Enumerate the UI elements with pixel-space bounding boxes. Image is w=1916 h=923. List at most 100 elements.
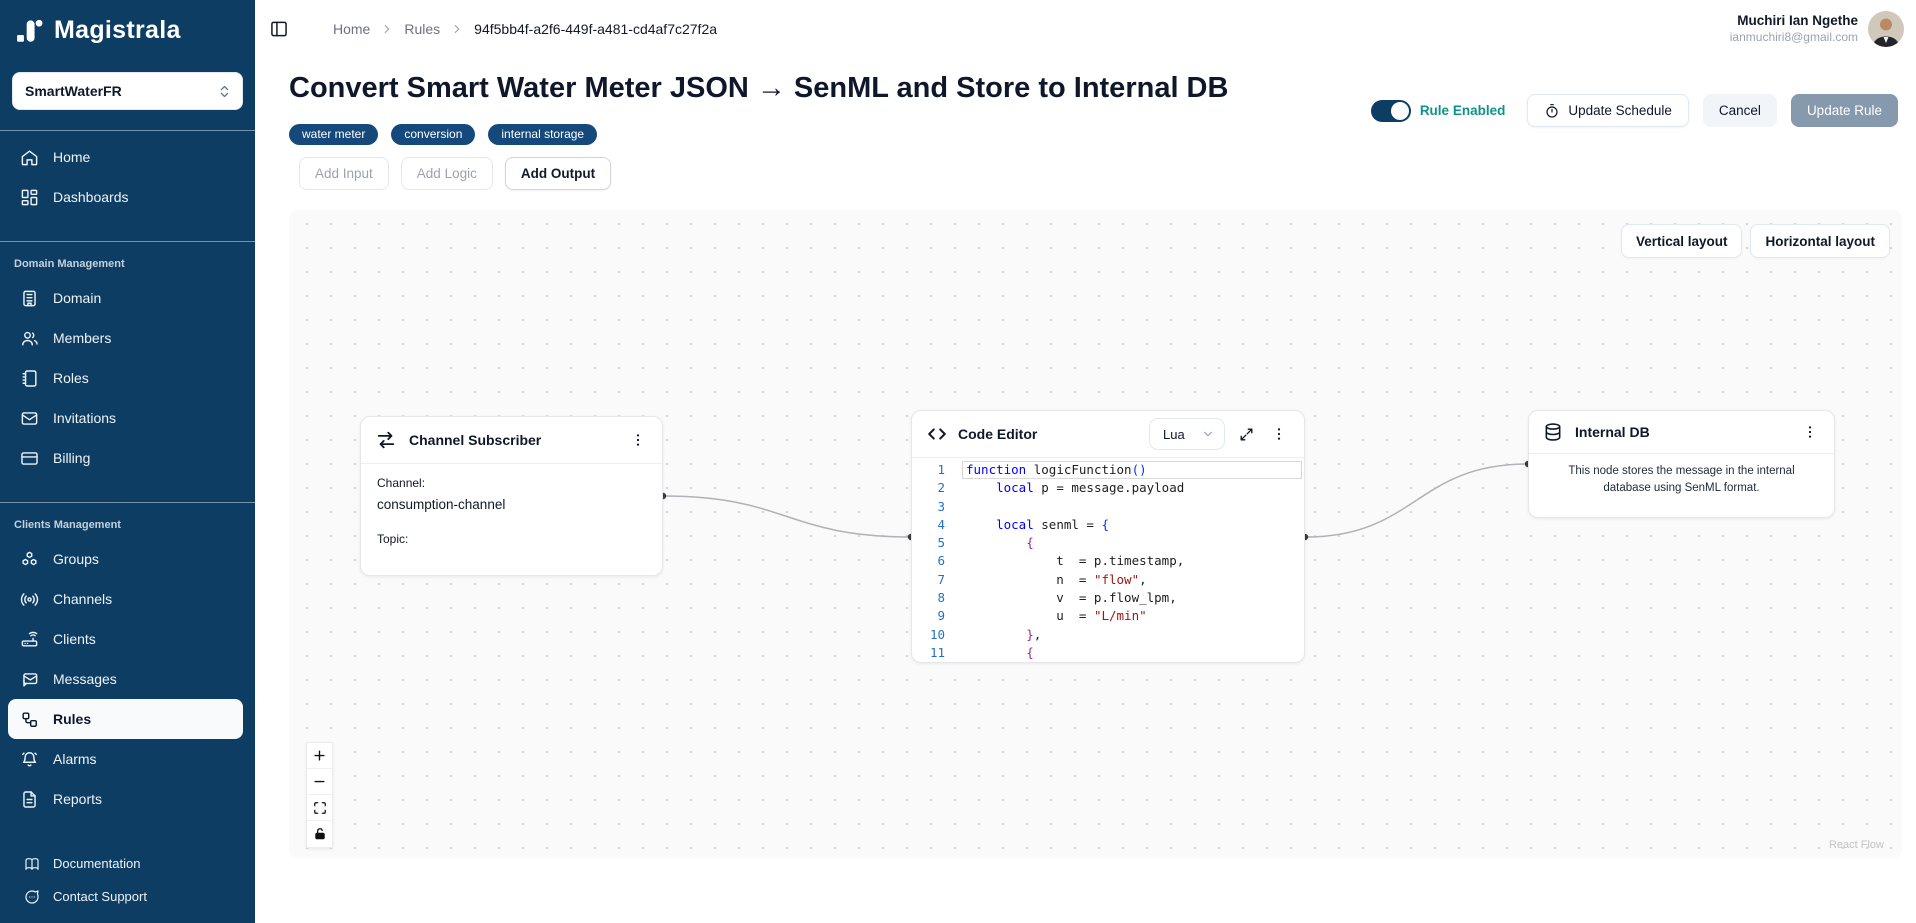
chevrons-up-down-icon	[220, 85, 229, 97]
toggle-knob	[1390, 101, 1409, 120]
code-line: 4 local senml = {	[937, 516, 1110, 532]
node-header: Channel Subscriber	[361, 417, 662, 463]
sidebar-item-home[interactable]: Home	[0, 137, 255, 177]
sidebar-divider	[0, 241, 255, 242]
expand-icon	[1240, 428, 1253, 440]
update-rule-label: Update Rule	[1806, 103, 1882, 118]
sidebar-item-documentation[interactable]: Documentation	[0, 847, 255, 880]
logo-text: Magistrala	[54, 15, 181, 44]
cancel-button[interactable]: Cancel	[1702, 94, 1777, 127]
main-area: Home Rules 94f5bb4f-a2f6-449f-a481-cd4af…	[255, 0, 1916, 923]
plus-icon	[314, 750, 325, 761]
org-selector[interactable]: SmartWaterFR	[12, 72, 243, 110]
tag-internal-storage: internal storage	[488, 124, 598, 146]
sidebar-item-domain[interactable]: Domain	[0, 278, 255, 318]
node-menu-button[interactable]	[628, 430, 648, 450]
tag-water-meter: water meter	[289, 124, 379, 146]
rule-header: Convert Smart Water Meter JSON → SenML a…	[289, 58, 1902, 210]
sidebar-item-messages[interactable]: Messages	[0, 659, 255, 699]
update-schedule-button[interactable]: Update Schedule	[1527, 94, 1689, 127]
breadcrumb-rule-id: 94f5bb4f-a2f6-449f-a481-cd4af7c27f2a	[474, 21, 718, 37]
node-divider	[1529, 453, 1834, 454]
sidebar-item-invitations[interactable]: Invitations	[0, 398, 255, 438]
code-line: 9 u = "L/min"	[937, 608, 1147, 624]
tag-conversion: conversion	[391, 124, 476, 146]
node-title: Channel Subscriber	[409, 432, 542, 448]
chevron-down-icon	[1203, 431, 1213, 437]
sidebar-item-alarms[interactable]: Alarms	[0, 739, 255, 779]
sidebar-item-label: Messages	[53, 671, 117, 687]
node-header: Code Editor Lua	[912, 411, 1304, 457]
kebab-menu-icon	[1277, 428, 1281, 440]
router-icon	[21, 631, 38, 647]
language-select[interactable]: Lua	[1149, 418, 1225, 450]
timer-icon	[1546, 103, 1558, 118]
topic-label: Topic:	[377, 532, 409, 546]
file-text-icon	[23, 790, 36, 808]
sidebar-item-label: Billing	[53, 450, 91, 466]
mail-icon	[21, 411, 38, 425]
code-line: 11 {	[929, 644, 1034, 660]
node-title: Internal DB	[1575, 424, 1650, 440]
message-circle-icon	[25, 889, 39, 904]
rule-enabled-toggle[interactable]	[1370, 99, 1411, 122]
update-rule-button[interactable]: Update Rule	[1790, 94, 1898, 127]
expand-editor-button[interactable]	[1235, 423, 1258, 446]
avatar-image	[1868, 11, 1904, 47]
code-line: 7 n = "flow",	[937, 571, 1147, 587]
add-output-button[interactable]: Add Output	[504, 157, 612, 190]
sidebar-item-contact-support[interactable]: Contact Support	[0, 880, 255, 913]
sidebar-item-label: Documentation	[53, 856, 141, 871]
transfer-arrows-icon	[377, 431, 395, 449]
react-flow-attribution: React Flow	[1828, 839, 1884, 851]
section-label-domain-management: Domain Management	[14, 258, 125, 270]
add-input-button[interactable]: Add Input	[299, 157, 389, 190]
sidebar-item-label: Alarms	[53, 751, 97, 767]
sidebar-item-label: Members	[53, 330, 112, 346]
node-channel-subscriber[interactable]: Channel Subscriber Channel: consumption-…	[360, 416, 663, 576]
sidebar-toggle-button[interactable]	[265, 15, 293, 43]
node-menu-button[interactable]	[1268, 423, 1290, 445]
message-icon	[23, 672, 38, 687]
node-divider	[912, 457, 1304, 458]
page-title: Convert Smart Water Meter JSON → SenML a…	[289, 72, 1229, 104]
add-logic-button[interactable]: Add Logic	[400, 157, 493, 190]
sidebar-item-members[interactable]: Members	[0, 318, 255, 358]
internal-db-description: This node stores the message in the inte…	[1568, 465, 1795, 495]
bell-icon	[22, 751, 37, 766]
node-menu-button[interactable]	[1800, 422, 1820, 442]
horizontal-layout-button[interactable]: Horizontal layout	[1750, 224, 1890, 258]
sidebar-item-reports[interactable]: Reports	[0, 779, 255, 819]
update-schedule-label: Update Schedule	[1568, 103, 1672, 118]
user-info: Muchiri Ian Ngethe ianmuchiri8@gmail.com	[1730, 13, 1858, 45]
language-select-value: Lua	[1163, 426, 1185, 442]
notebook-icon	[22, 369, 37, 387]
breadcrumb-home[interactable]: Home	[333, 21, 371, 37]
sidebar-item-roles[interactable]: Roles	[0, 358, 255, 398]
sidebar-item-billing[interactable]: Billing	[0, 438, 255, 478]
avatar[interactable]	[1868, 11, 1904, 47]
sidebar-item-dashboards[interactable]: Dashboards	[0, 177, 255, 217]
sidebar-item-label: Clients	[53, 631, 96, 647]
lock-button[interactable]	[307, 821, 332, 847]
sidebar-item-clients[interactable]: Clients	[0, 619, 255, 659]
user-menu[interactable]: Muchiri Ian Ngethe ianmuchiri8@gmail.com	[1730, 11, 1908, 47]
sidebar-item-channels[interactable]: Channels	[0, 579, 255, 619]
zoom-in-button[interactable]	[307, 743, 332, 769]
vertical-layout-button[interactable]: Vertical layout	[1620, 224, 1743, 258]
node-internal-db[interactable]: Internal DB This node stores the message…	[1528, 410, 1835, 518]
boxes-icon	[22, 551, 37, 565]
add-node-buttons: Add Input Add Logic Add Output	[299, 157, 612, 190]
fit-view-button[interactable]	[307, 795, 332, 821]
flow-canvas[interactable]: Vertical layout Horizontal layout Channe…	[289, 210, 1902, 858]
add-input-label: Add Input	[315, 166, 373, 181]
sidebar-item-label: Domain	[53, 290, 102, 306]
sidebar-item-rules[interactable]: Rules	[8, 699, 243, 739]
kebab-menu-icon	[1808, 426, 1812, 438]
zoom-out-button[interactable]	[307, 769, 332, 795]
sidebar-item-groups[interactable]: Groups	[0, 539, 255, 579]
breadcrumb-rules[interactable]: Rules	[404, 21, 441, 37]
panel-left-icon	[271, 21, 287, 37]
